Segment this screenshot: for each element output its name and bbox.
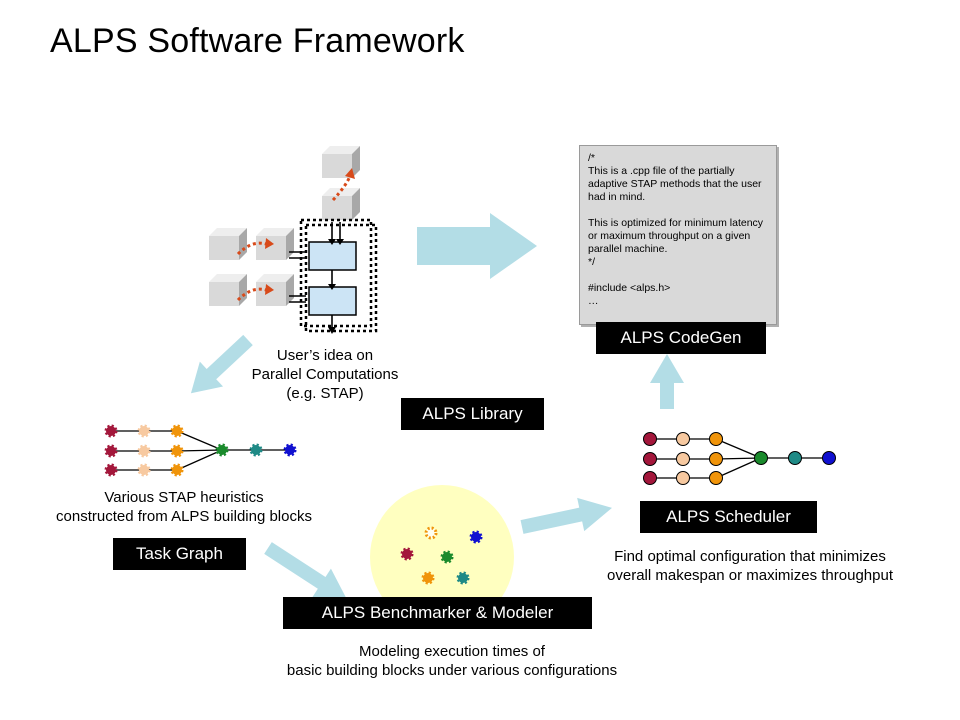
benchmark-nodes	[400, 526, 483, 585]
block-arrowheads	[328, 239, 344, 334]
task-graph-label: Task Graph	[113, 538, 246, 570]
heuristics-caption: Various STAP heuristics constructed from…	[56, 489, 312, 525]
cube	[209, 228, 247, 260]
arrow-to-codegen	[417, 213, 537, 279]
block-connectors	[289, 222, 341, 328]
scheduler-graph-nodes	[643, 432, 836, 485]
arrow-to-codegen-up	[650, 354, 684, 409]
task-graph	[111, 430, 290, 471]
task-graph-nodes	[104, 424, 297, 477]
dotted-red-arrows	[236, 175, 352, 302]
scheduler-caption: Find optimal configuration that minimize…	[607, 548, 893, 584]
processing-frame	[299, 218, 373, 328]
processing-frame-shadow	[304, 223, 378, 333]
arrow-to-scheduler	[520, 497, 612, 534]
library-label: ALPS Library	[401, 398, 544, 430]
red-arrowheads	[265, 168, 355, 295]
arrow-to-task-graph	[190, 334, 253, 394]
benchmarker-label: ALPS Benchmarker & Modeler	[283, 597, 592, 629]
modeling-caption: Modeling execution times of basic buildi…	[286, 643, 618, 679]
page-title: ALPS Software Framework	[50, 22, 465, 60]
user-idea-caption: User’s idea on Parallel Computations (e.…	[251, 347, 399, 402]
code-box: /* This is a .cpp file of the partially …	[579, 145, 777, 325]
arrow-to-benchmarker	[264, 542, 347, 600]
cube	[322, 188, 360, 220]
cube	[322, 146, 360, 178]
scheduler-label: ALPS Scheduler	[640, 501, 817, 533]
cube	[256, 274, 294, 306]
cube	[209, 274, 247, 306]
data-cubes-illustration	[209, 146, 360, 306]
processing-block	[308, 241, 357, 271]
codegen-label: ALPS CodeGen	[596, 322, 766, 354]
processing-block	[308, 286, 357, 316]
